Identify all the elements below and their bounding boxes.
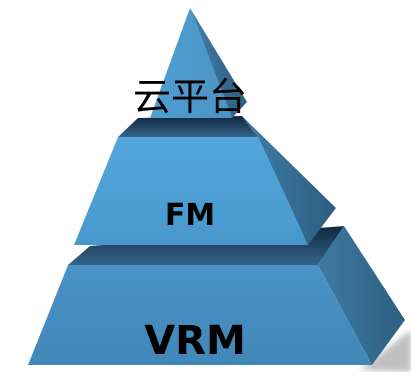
- tier-middle-shape: [74, 116, 336, 245]
- tier-bottom-side-face: [318, 226, 405, 365]
- tier-top-front-face: [150, 8, 232, 118]
- tier-top-label: 云平台: [132, 75, 247, 119]
- tier-top-side-face: [190, 8, 247, 118]
- tier-middle-front-face: [74, 137, 308, 245]
- tier-top-shape: [150, 8, 247, 118]
- tier-middle-top-face: [118, 116, 258, 137]
- tier-bottom-front-face: [28, 265, 372, 365]
- tier-middle-label: FM: [164, 198, 216, 233]
- tier-middle-side-face: [242, 116, 336, 245]
- tier-bottom-label: VRM: [144, 318, 246, 364]
